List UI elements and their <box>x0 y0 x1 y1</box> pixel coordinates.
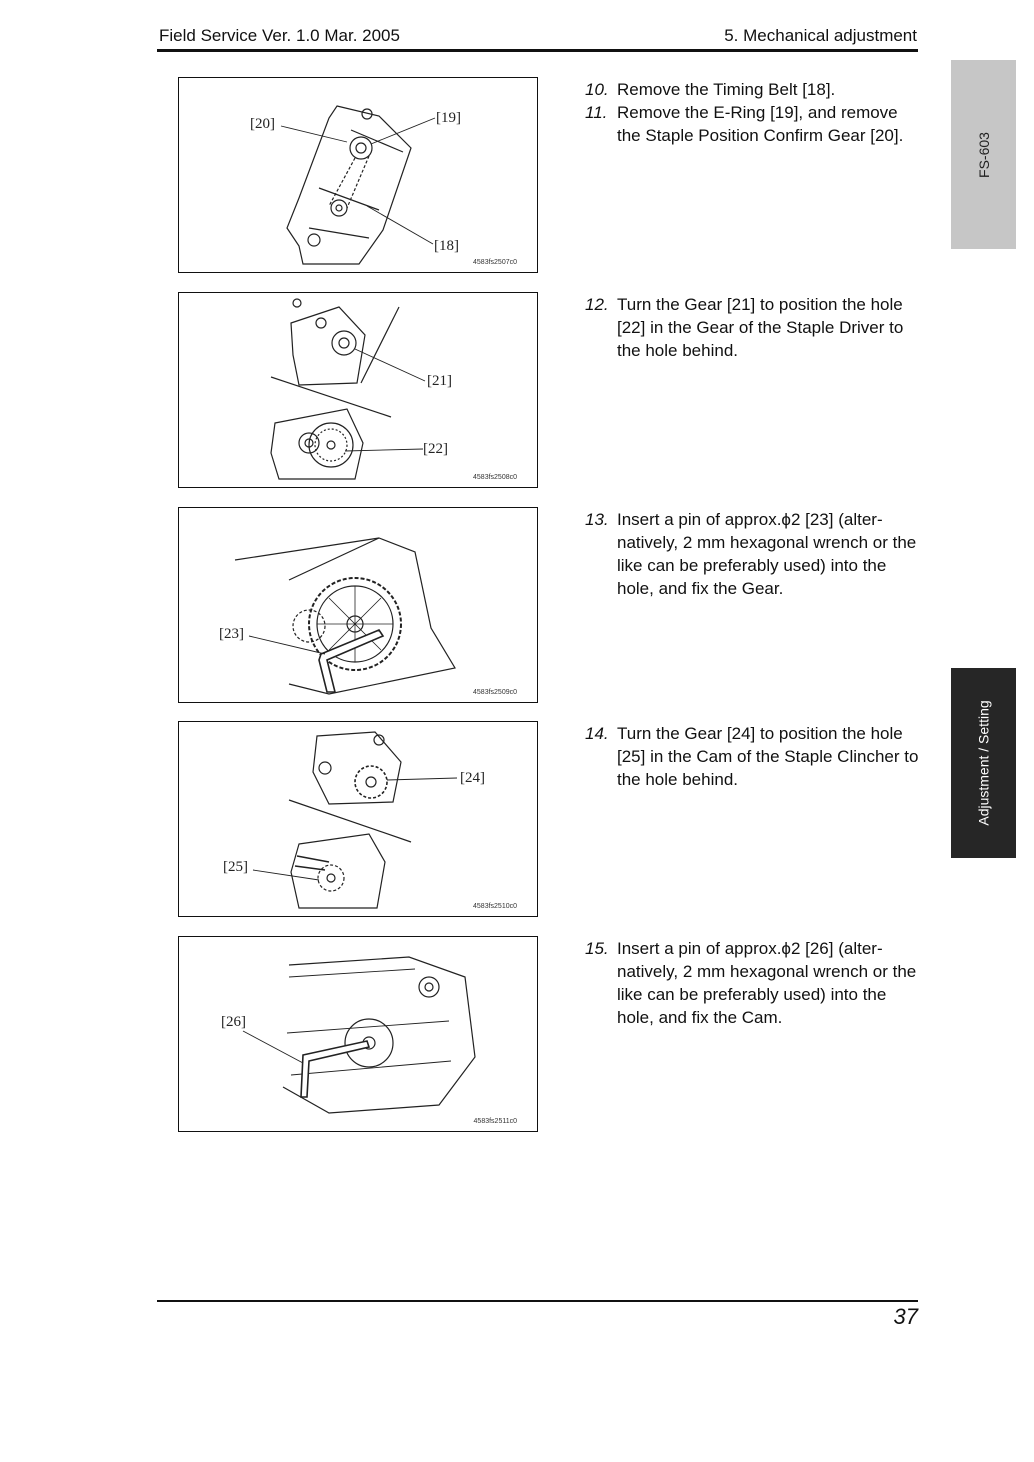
figure-timing-belt: [20] [19] [18] 4583fs2507c0 <box>178 77 538 273</box>
side-tab-model: FS-603 <box>951 60 1016 249</box>
step-text: Turn the Gear [24] to position the hole … <box>617 724 919 789</box>
callout-18: [18] <box>434 238 459 254</box>
callout-19: [19] <box>436 110 461 126</box>
callout-21: [21] <box>427 373 452 389</box>
callout-24: [24] <box>460 770 485 786</box>
side-tab-section: Adjustment / Setting <box>951 668 1016 858</box>
step-text: Insert a pin of approx.ϕ2 [26] (alter-na… <box>617 939 917 1027</box>
side-tab-model-label: FS-603 <box>975 131 992 178</box>
figure-cam-pin: [26] 4583fs2511c0 <box>178 936 538 1132</box>
side-tab-section-label: Adjustment / Setting <box>975 700 992 826</box>
footer-rule <box>157 1300 918 1302</box>
step-number: 12. <box>585 295 609 314</box>
figure-cam-pin-drawing <box>242 956 476 1114</box>
callout-22: [22] <box>423 441 448 457</box>
figure-timing-belt-drawing <box>280 105 436 265</box>
step-number: 11. <box>585 103 608 122</box>
figure-clincher-cam-drawing <box>252 731 458 909</box>
header-section-title: 5. Mechanical adjustment <box>724 26 917 45</box>
figure-gear-pin-drawing <box>234 537 456 695</box>
step-number: 10. <box>585 80 609 99</box>
figure-code: 4583fs2511c0 <box>473 1118 517 1125</box>
figure-code: 4583fs2509c0 <box>473 689 517 696</box>
step-text: Turn the Gear [21] to position the hole … <box>617 295 904 360</box>
figure-code: 4583fs2507c0 <box>473 259 517 266</box>
callout-26: [26] <box>221 1014 246 1030</box>
step-12: 12. Turn the Gear [21] to position the h… <box>585 293 925 362</box>
callout-23: [23] <box>219 626 244 642</box>
header-document-title: Field Service Ver. 1.0 Mar. 2005 <box>159 26 400 45</box>
step-text: Remove the Timing Belt [18]. <box>617 80 836 99</box>
step-number: 15. <box>585 939 609 958</box>
figure-staple-driver-gear: [21] [22] 4583fs2508c0 <box>178 292 538 488</box>
step-14: 14. Turn the Gear [24] to position the h… <box>585 722 925 791</box>
step-number: 13. <box>585 510 609 529</box>
figure-gear-pin: [23] 4583fs2509c0 <box>178 507 538 703</box>
figure-code: 4583fs2510c0 <box>473 903 517 910</box>
figure-code: 4583fs2508c0 <box>473 474 517 481</box>
callout-20: [20] <box>250 116 275 132</box>
step-10: 10. Remove the Timing Belt [18]. <box>585 78 925 101</box>
figure-staple-driver-gear-drawing <box>270 298 426 480</box>
step-11: 11. Remove the E-Ring [19], and remove t… <box>585 101 925 147</box>
step-number: 14. <box>585 724 609 743</box>
step-text: Insert a pin of approx.ϕ2 [23] (alter-na… <box>617 510 917 598</box>
step-15: 15. Insert a pin of approx.ϕ2 [26] (alte… <box>585 937 925 1029</box>
callout-25: [25] <box>223 859 248 875</box>
header-rule <box>157 49 918 52</box>
figure-clincher-cam: [24] [25] 4583fs2510c0 <box>178 721 538 917</box>
step-text: Remove the E-Ring [19], and remove the S… <box>617 103 904 145</box>
page-number: 37 <box>893 1304 918 1329</box>
step-13: 13. Insert a pin of approx.ϕ2 [23] (alte… <box>585 508 925 600</box>
